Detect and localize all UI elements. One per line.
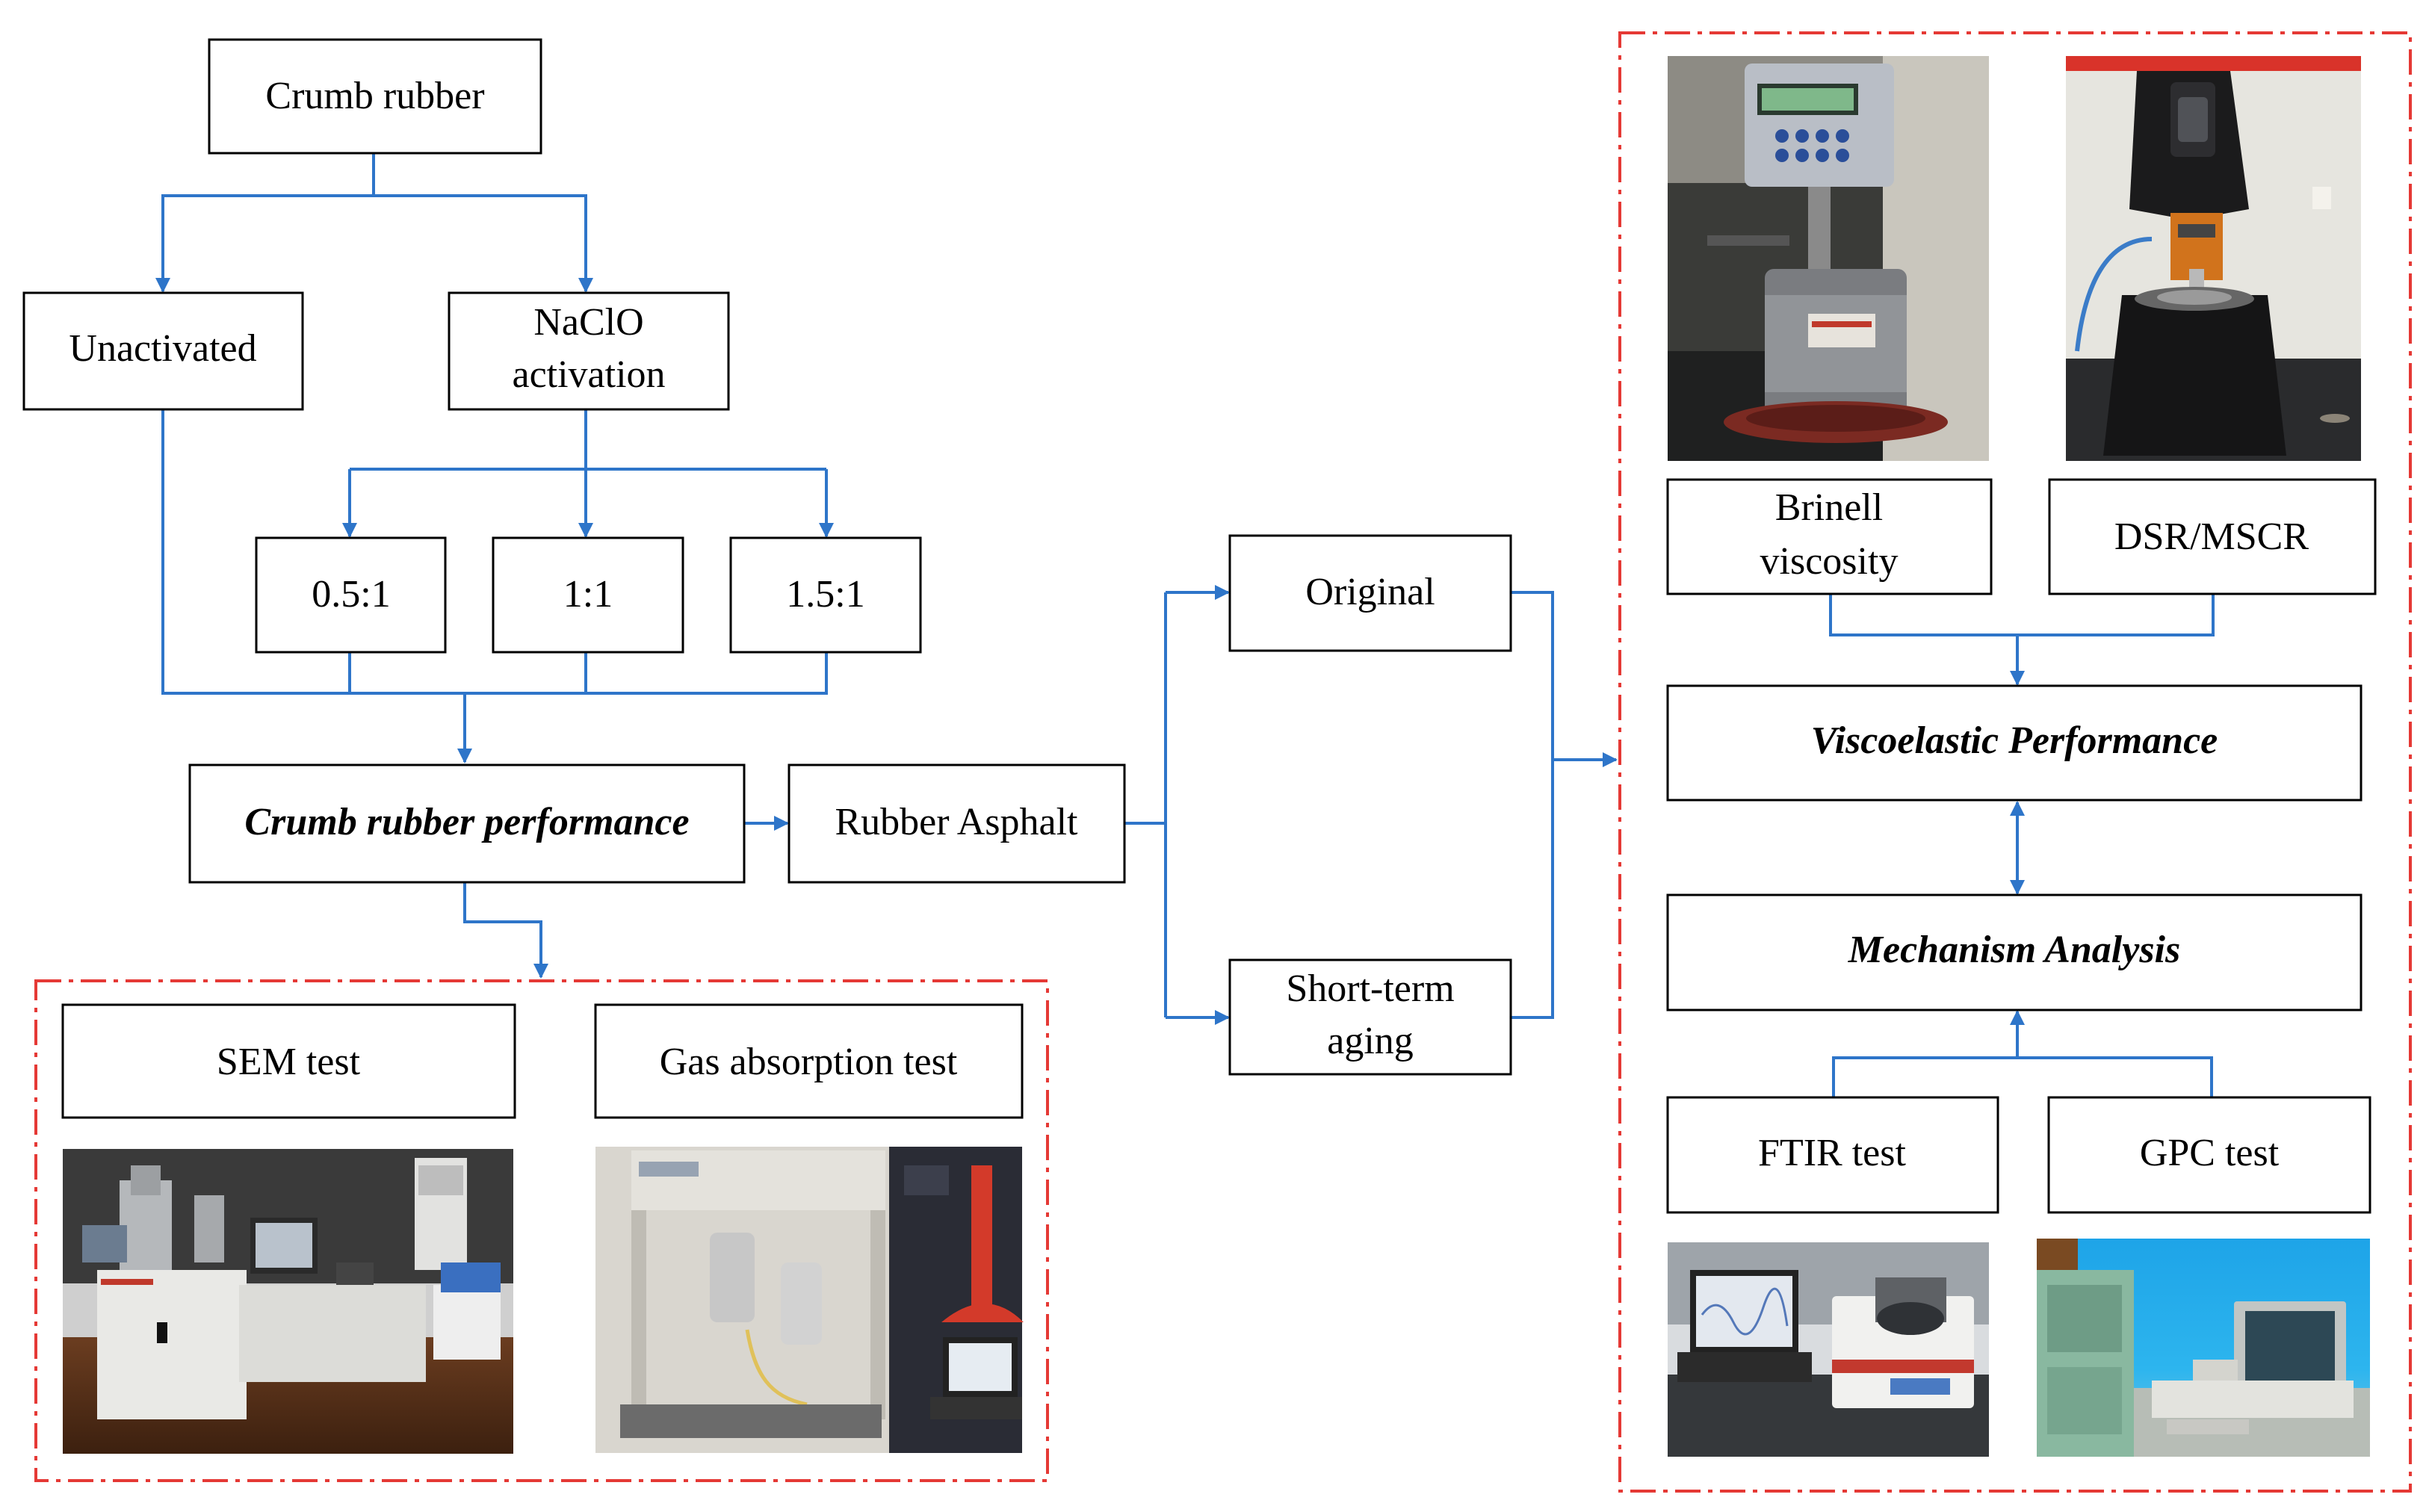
- photo-ftir: [1668, 1242, 1989, 1457]
- node-unactivated: Unactivated: [69, 327, 256, 370]
- node-viscoelastic: Viscoelastic Performance: [1811, 719, 2218, 762]
- photo-gpc: [2037, 1239, 2370, 1457]
- node-crumb-rubber-box: [208, 38, 542, 155]
- test-group-frame-left: [34, 979, 1049, 1482]
- node-rubber-asphalt-box: [788, 763, 1126, 884]
- photo-brinell-viscometer: [1668, 56, 1989, 461]
- node-ftir-box: [1666, 1096, 1999, 1214]
- connectors: [155, 153, 2215, 1097]
- node-ratio-1-box: [492, 536, 684, 654]
- node-ratio-1: 1:1: [563, 573, 613, 616]
- node-ratio-05-box: [255, 536, 447, 654]
- node-naclo-line1: NaClO: [533, 301, 643, 344]
- node-short-term-line2: aging: [1327, 1020, 1414, 1062]
- node-short-term-box: [1228, 958, 1512, 1076]
- node-short-term-line1: Short-term: [1286, 967, 1454, 1010]
- node-viscoelastic-box: [1666, 684, 2363, 802]
- photo-sem: [63, 1149, 513, 1454]
- node-ratio-15: 1.5:1: [786, 573, 864, 616]
- node-sem-box: [61, 1003, 516, 1119]
- node-unactivated-box: [22, 291, 304, 411]
- node-crumb-rubber: Crumb rubber: [265, 75, 484, 117]
- photo-gas-absorption: [595, 1147, 1024, 1453]
- node-brinell-line1: Brinell: [1775, 486, 1883, 529]
- node-mechanism: Mechanism Analysis: [1848, 929, 2181, 971]
- node-brinell-box: [1666, 478, 1993, 595]
- node-gpc-box: [2047, 1096, 2371, 1214]
- node-ratio-15-box: [729, 536, 922, 654]
- boxes: [22, 38, 2377, 1214]
- node-original-box: [1228, 534, 1512, 652]
- node-gpc: GPC test: [2140, 1132, 2280, 1174]
- node-naclo-line2: activation: [512, 353, 665, 396]
- node-crumb-perf-box: [188, 763, 746, 884]
- node-brinell-line2: viscosity: [1760, 540, 1899, 583]
- node-rubber-asphalt: Rubber Asphalt: [835, 801, 1079, 843]
- node-dsr-box: [2048, 478, 2377, 595]
- node-gas-box: [594, 1003, 1024, 1119]
- node-dsr: DSR/MSCR: [2114, 515, 2309, 558]
- node-mechanism-box: [1666, 893, 2363, 1011]
- node-naclo-box: [448, 291, 730, 411]
- node-sem: SEM test: [217, 1041, 361, 1083]
- node-original: Original: [1305, 571, 1435, 613]
- photo-dsr-rheometer: [2066, 56, 2361, 461]
- node-ratio-05: 0.5:1: [312, 573, 390, 616]
- node-crumb-perf: Crumb rubber performance: [244, 801, 689, 843]
- test-group-frame-right: [1618, 31, 2412, 1493]
- node-gas: Gas absorption test: [660, 1041, 958, 1083]
- node-ftir: FTIR test: [1758, 1132, 1906, 1174]
